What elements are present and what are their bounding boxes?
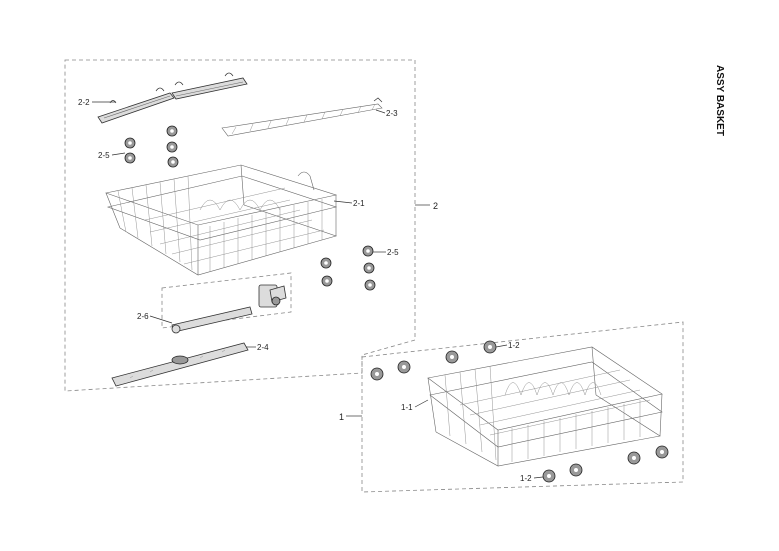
wheel-icon	[320, 257, 332, 269]
wheel-icon	[124, 152, 136, 164]
wheel-icon	[321, 275, 333, 287]
wheel-icon	[166, 125, 178, 137]
wheel-icon	[362, 245, 374, 257]
lower-rack-wheels-bottom	[542, 445, 669, 483]
upper-basket-part	[104, 164, 338, 276]
wheel-icon	[445, 350, 459, 364]
callout-2-5-upper: 2-5	[98, 151, 110, 160]
wheel-icon	[483, 340, 497, 354]
wheel-icon	[627, 451, 641, 465]
callout-2-4: 2-4	[257, 343, 269, 352]
callout-1-2-top: 1-2	[508, 341, 520, 350]
lower-basket-part	[427, 346, 663, 467]
wheel-icon	[124, 137, 136, 149]
leader-lines	[92, 101, 544, 479]
cup-shelf-part	[97, 72, 248, 124]
callout-1: 1	[339, 412, 344, 422]
wheel-icon	[569, 463, 583, 477]
callout-1-2-bottom: 1-2	[520, 474, 532, 483]
lower-assembly-boundary	[361, 321, 684, 493]
spray-arm-part	[111, 342, 249, 387]
wheel-icon	[363, 262, 375, 274]
wheel-icon	[655, 445, 669, 459]
callout-2: 2	[433, 201, 438, 211]
callout-2-6: 2-6	[137, 312, 149, 321]
spray-arm-group-boundary	[161, 272, 292, 329]
rack-rail-part	[221, 97, 383, 137]
rack-wheels-side	[320, 245, 376, 291]
lower-rack-wheels-top	[370, 340, 497, 381]
callout-2-2: 2-2	[78, 98, 90, 107]
wheel-icon	[370, 367, 384, 381]
callout-2-3: 2-3	[386, 109, 398, 118]
callout-1-1: 1-1	[401, 403, 413, 412]
wheel-icon	[166, 141, 178, 153]
callout-2-5-side: 2-5	[387, 248, 399, 257]
callout-2-1: 2-1	[353, 199, 365, 208]
wheel-icon	[364, 279, 376, 291]
diagram-title: ASSY BASKET	[714, 65, 725, 136]
upper-assembly-boundary	[64, 59, 416, 392]
spray-tube-part	[171, 284, 287, 334]
wheel-icon	[167, 156, 179, 168]
wheel-icon	[397, 360, 411, 374]
rack-wheels-upper	[124, 125, 179, 168]
wheel-icon	[542, 469, 556, 483]
